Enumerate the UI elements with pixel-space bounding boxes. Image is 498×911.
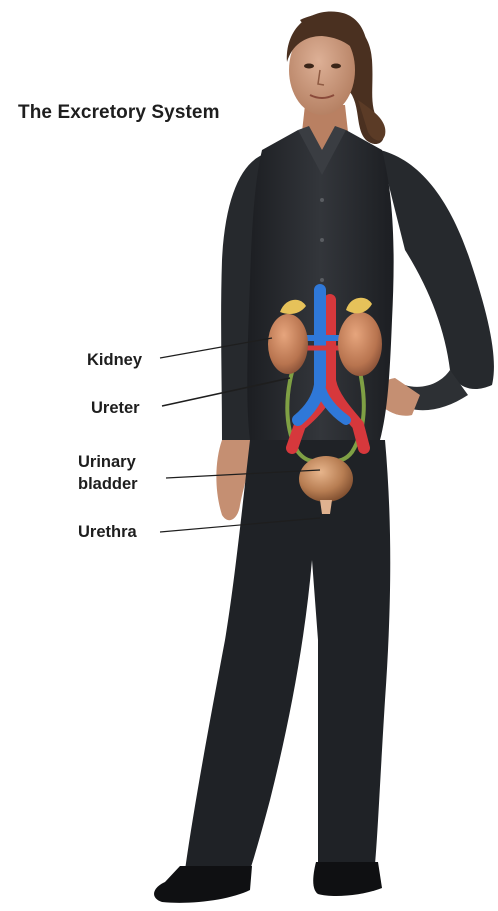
left-kidney [268,314,308,374]
urinary-bladder-label-line1: Urinary [78,451,168,473]
urinary-bladder [299,456,353,502]
ureter-label: Ureter [91,397,140,419]
right-kidney [338,312,382,376]
trousers [185,440,390,870]
right-arm [380,150,494,389]
urinary-bladder-label-line2: bladder [78,473,168,495]
urethra-label: Urethra [78,521,137,543]
urethra [320,500,332,514]
urinary-bladder-label: Urinary bladder [78,451,168,495]
kidney-label: Kidney [87,349,142,371]
figure-title: The Excretory System [18,102,220,124]
left-shoe [154,866,252,903]
right-shoe [313,862,382,896]
